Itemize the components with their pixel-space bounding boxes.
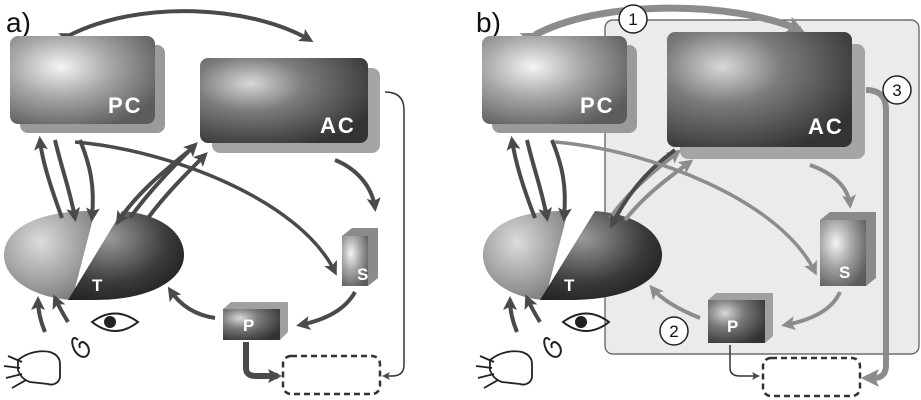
s-box-b: S <box>820 212 876 286</box>
s-to-p-arrow-b <box>781 291 842 331</box>
p-to-output-arrow-b <box>729 345 760 380</box>
t-to-pc-arrow <box>34 136 64 219</box>
p-box: P <box>223 302 288 340</box>
pc-ac-reciprocal-arrow <box>57 9 314 46</box>
pc-to-t-arrow-b1 <box>525 139 553 222</box>
ac-to-s-arrow-b <box>809 163 856 209</box>
pc-ac-reciprocal-arrow-b <box>519 4 805 50</box>
s-label: S <box>357 265 368 284</box>
ear-icon-b <box>543 337 562 358</box>
s-box: S <box>342 228 378 286</box>
thalamus-ellipse-b: T <box>483 210 662 300</box>
p-box-b: P <box>708 293 773 343</box>
ear-input-arrow <box>52 294 70 324</box>
ear-icon <box>71 337 90 358</box>
marker-2: 2 <box>659 316 689 346</box>
t-to-ac-arrow-2 <box>146 152 208 220</box>
p-to-t-arrow <box>167 286 216 320</box>
pc-box-b: PC <box>482 36 637 133</box>
output-dashed-box-b <box>761 356 862 398</box>
p-label: P <box>243 316 254 335</box>
pc-to-t-arrow-b2 <box>550 139 572 222</box>
ac-box: AC <box>200 58 380 153</box>
marker-2-label: 2 <box>669 322 678 341</box>
marker-1-label: 1 <box>628 10 637 29</box>
ac-label-b: AC <box>808 114 844 139</box>
eye-icon <box>90 312 140 332</box>
t-label: T <box>92 276 103 295</box>
s-to-p-arrow <box>296 290 357 330</box>
ac-to-t-arrow-b <box>610 148 677 229</box>
pc-to-s-arrow-b <box>554 140 817 276</box>
pc-box: PC <box>10 36 165 133</box>
panel-a-tag: a) <box>6 7 31 38</box>
ac-to-output-loop <box>382 91 405 380</box>
thalamus-ellipse: T <box>4 210 184 300</box>
panel-a: a) PC AC T S P <box>3 7 405 396</box>
t-label-b: T <box>564 276 575 295</box>
pc-label: PC <box>108 93 143 118</box>
pc-to-t-arrow-1 <box>53 139 81 222</box>
hand-icon-b <box>475 350 533 389</box>
p-to-output-arrow <box>243 342 282 383</box>
hand-icon <box>3 350 61 389</box>
panel-b-tag: b) <box>476 7 501 38</box>
ac-label: AC <box>320 113 356 138</box>
t-to-pc-arrow-b <box>506 136 537 219</box>
marker-3-label: 3 <box>892 81 901 100</box>
hand-input-arrow-b <box>503 296 519 333</box>
ac-box-b: AC <box>667 32 865 159</box>
pc-to-s-arrow <box>74 140 337 276</box>
p-label-b: P <box>727 317 738 336</box>
marker-1: 1 <box>618 4 648 34</box>
panel-b: b) PC AC T S <box>475 4 920 398</box>
pc-label-b: PC <box>580 93 615 118</box>
output-dashed-box <box>281 354 382 396</box>
p-to-t-arrow-b <box>649 284 701 320</box>
t-to-ac-arrow-b2 <box>623 159 694 222</box>
ac-to-s-arrow <box>334 158 381 212</box>
eye-icon-b <box>561 312 611 332</box>
marker-3: 3 <box>882 75 912 105</box>
ear-input-arrow-b <box>524 294 542 324</box>
s-label-b: S <box>839 263 850 282</box>
pc-to-t-arrow-2 <box>78 139 100 222</box>
hand-input-arrow <box>31 296 47 333</box>
ac-to-t-arrow <box>115 148 192 226</box>
ac-to-output-loop-b <box>861 87 889 387</box>
